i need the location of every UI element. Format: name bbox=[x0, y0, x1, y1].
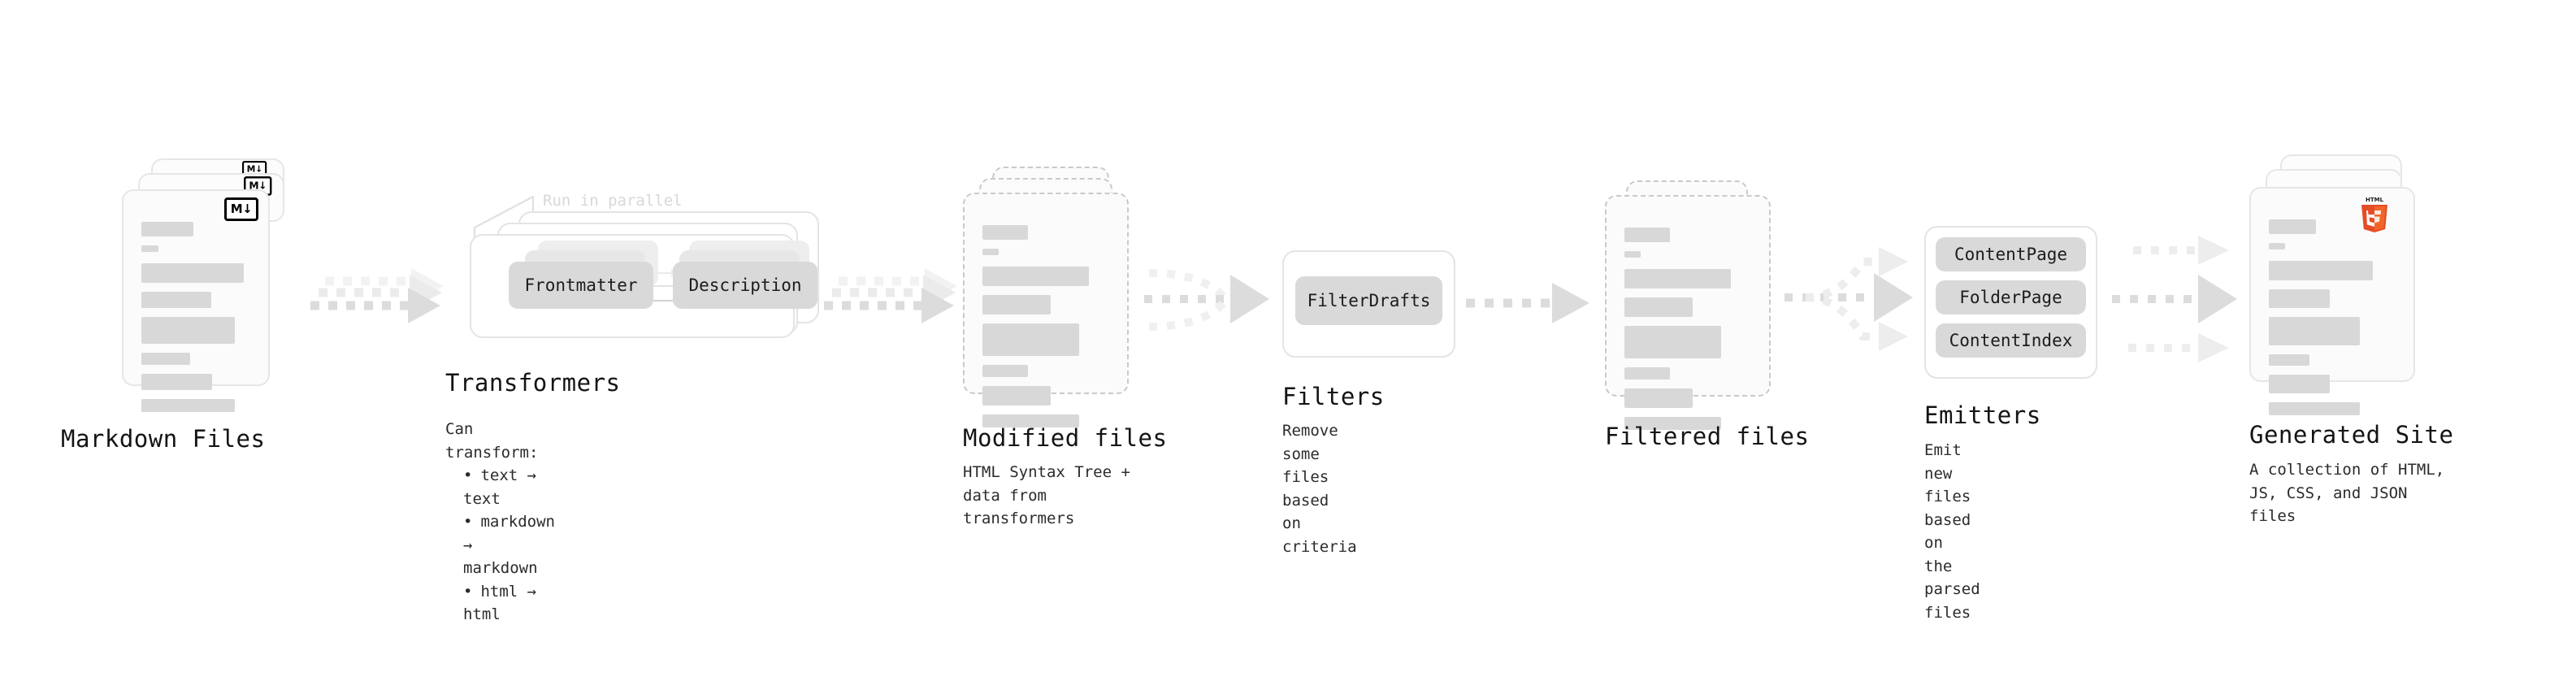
parallel-triple-arrow bbox=[824, 268, 957, 323]
html5-icon-word: HTML bbox=[2366, 197, 2384, 203]
stage-filtered-files: Filtered files bbox=[1605, 180, 1809, 450]
site-sheet-html bbox=[2249, 187, 2415, 415]
markdown-file-stack: M↓ M↓ M↓ bbox=[122, 158, 333, 443]
split-arrow bbox=[1785, 247, 1913, 351]
stage-subtitle-modified-files: HTML Syntax Tree + data from transformer… bbox=[963, 463, 1130, 527]
markdown-sheet-front bbox=[122, 189, 270, 412]
site-placeholder-lines bbox=[2269, 219, 2396, 424]
transformers-caption: Can transform: text → text markdown → ma… bbox=[445, 418, 555, 627]
emitter-chip-contentindex[interactable]: ContentIndex bbox=[1936, 323, 2086, 358]
emitter-chip-folderpage[interactable]: FolderPage bbox=[1936, 280, 2086, 314]
markdown-icon-glyph: M↓ bbox=[230, 202, 253, 216]
connector-modified-to-filters bbox=[1136, 257, 1282, 346]
chip-label: Frontmatter bbox=[524, 275, 638, 295]
markdown-placeholder-lines bbox=[141, 222, 250, 421]
merge-arrow bbox=[1144, 269, 1269, 331]
stage-title-modified-files: Modified files bbox=[963, 424, 1168, 452]
markdown-icon-glyph: M↓ bbox=[246, 163, 262, 175]
stage-subtitle-generated-site: A collection of HTML, JS, CSS, and JSON … bbox=[2249, 461, 2445, 525]
stage-title-generated-site: Generated Site bbox=[2249, 421, 2454, 449]
generated-site-stack: CSS HTML bbox=[2249, 154, 2452, 439]
chip-label: FolderPage bbox=[1959, 288, 2062, 307]
transformers-caption-list: text → text markdown → markdown html → h… bbox=[445, 464, 555, 627]
filtered-file-stack bbox=[1605, 180, 1784, 440]
chip-label: Description bbox=[688, 275, 802, 295]
transformers-caption-item: text → text bbox=[463, 464, 555, 510]
connector-transformers-to-modified bbox=[821, 268, 959, 341]
stage-title-filters: Filters bbox=[1282, 383, 1385, 410]
stage-title-filtered-files: Filtered files bbox=[1605, 423, 1810, 450]
emitter-chip-contentpage[interactable]: ContentPage bbox=[1936, 237, 2086, 271]
transformer-chip-frontmatter[interactable]: Frontmatter bbox=[509, 262, 653, 309]
chip-label: ContentIndex bbox=[1949, 331, 2073, 350]
triple-arrow bbox=[2112, 236, 2237, 362]
filtered-sheet-front bbox=[1605, 195, 1771, 430]
filtered-placeholder-lines bbox=[1624, 228, 1751, 439]
connector-markdown-to-transformers bbox=[307, 268, 445, 341]
stage-subtitle-emitters: Emit new files based on the parsed files bbox=[1924, 441, 1980, 622]
connector-filtered-to-emitters bbox=[1778, 234, 1928, 364]
chip-label: ContentPage bbox=[1954, 245, 2068, 264]
html5-icon: HTML bbox=[2361, 197, 2387, 232]
chip-label: FilterDrafts bbox=[1307, 291, 1431, 310]
transformers-caption-item: markdown → markdown bbox=[463, 510, 555, 580]
stage-markdown-files: M↓ M↓ M↓ Markdown Files bbox=[61, 158, 333, 453]
markdown-icon: M↓ bbox=[224, 197, 258, 221]
transformers-caption-lead: Can transform: bbox=[445, 420, 539, 462]
transformer-chip-description[interactable]: Description bbox=[673, 262, 817, 309]
single-arrow bbox=[1466, 283, 1589, 323]
connector-filters-to-filtered bbox=[1463, 283, 1597, 333]
run-in-parallel-label: Run in parallel bbox=[543, 192, 683, 210]
stage-title-emitters: Emitters bbox=[1924, 401, 2041, 429]
stage-modified-files: Modified files HTML Syntax Tree + data f… bbox=[963, 167, 1167, 527]
modified-placeholder-lines bbox=[982, 225, 1109, 436]
transformers-caption-item: html → html bbox=[463, 580, 555, 627]
connector-emitters-to-site bbox=[2109, 229, 2263, 367]
modified-file-stack bbox=[963, 167, 1142, 435]
parallel-triple-arrow bbox=[310, 268, 444, 323]
markdown-icon-glyph: M↓ bbox=[249, 180, 267, 192]
modified-sheet-front bbox=[963, 193, 1129, 427]
stage-title-transformers: Transformers bbox=[445, 369, 621, 397]
filter-chip-filterdrafts[interactable]: FilterDrafts bbox=[1295, 276, 1442, 325]
stage-title-markdown-files: Markdown Files bbox=[61, 425, 266, 453]
stage-subtitle-filters: Remove some files based on criteria bbox=[1282, 422, 1357, 556]
stage-generated-site: CSS HTML bbox=[2249, 154, 2453, 525]
